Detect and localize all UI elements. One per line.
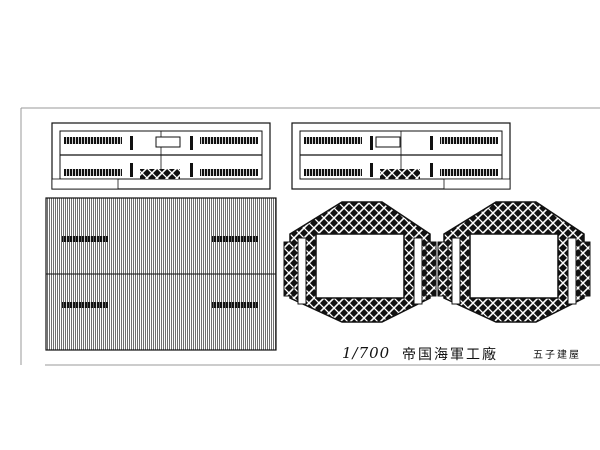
roof-part	[45, 197, 277, 351]
end-frame-part-left	[283, 201, 437, 323]
model-title: 帝国海軍工廠	[402, 347, 498, 363]
scale-label: 1/700	[342, 344, 391, 362]
end-frame-part-right	[437, 201, 591, 323]
side-wall-part-left	[51, 122, 271, 190]
side-wall-part-right	[291, 122, 511, 190]
sheet-border	[20, 107, 600, 366]
maker-label: 五子建屋	[533, 350, 581, 361]
